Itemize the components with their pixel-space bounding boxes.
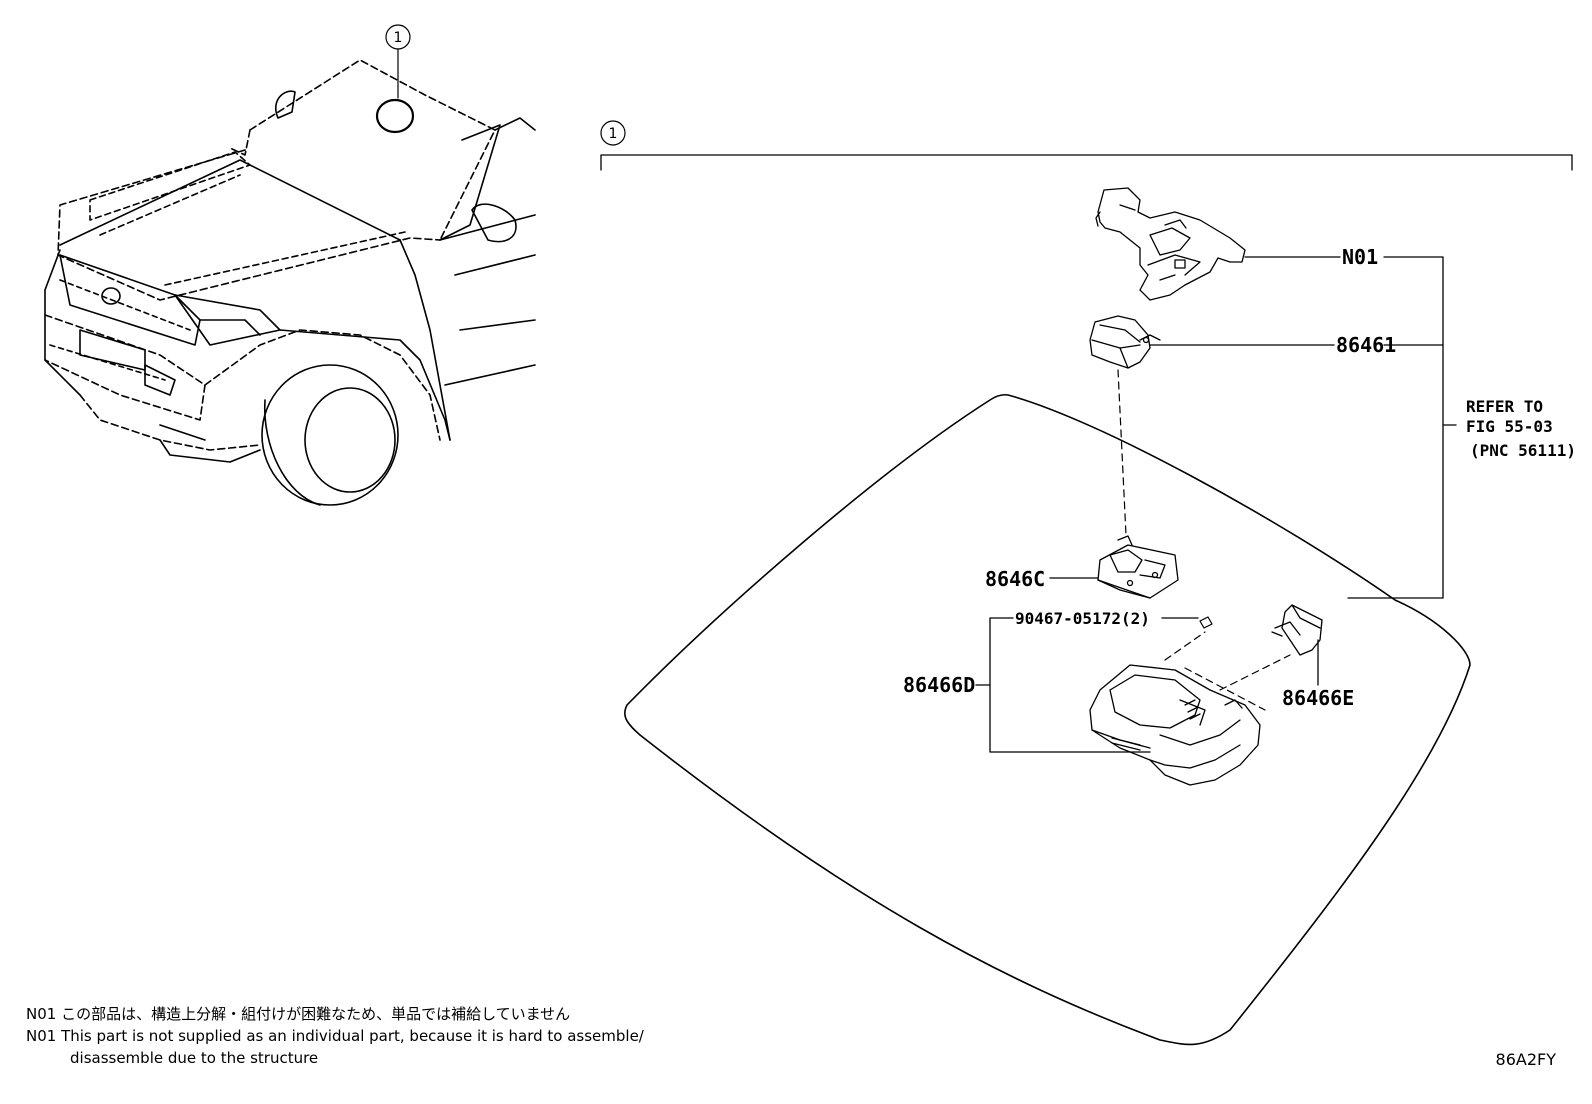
note-english-line-2: disassemble due to the structure bbox=[70, 1049, 319, 1067]
label-86466e: 86466E bbox=[1282, 686, 1354, 710]
part-86461-cover bbox=[1089, 315, 1161, 369]
part-86466e-cover bbox=[1271, 604, 1323, 656]
part-n01-bracket bbox=[1095, 187, 1246, 301]
label-8646c: 8646C bbox=[985, 567, 1045, 591]
leader-lines bbox=[975, 256, 1457, 753]
label-90467-05172: 90467-05172(2) bbox=[1015, 609, 1150, 628]
part-86466d-cover bbox=[1089, 664, 1261, 786]
assembly-bracket-line bbox=[600, 120, 1573, 171]
label-n01: N01 bbox=[1342, 245, 1378, 269]
part-8646c-bracket bbox=[1097, 535, 1179, 599]
refer-line-3: (PNC 56111) bbox=[1470, 441, 1576, 460]
windshield-glass bbox=[624, 393, 1471, 1046]
assembly-callout-number: 1 bbox=[609, 126, 618, 142]
label-86466d: 86466D bbox=[903, 673, 975, 697]
vehicle-illustration bbox=[44, 24, 536, 506]
part-90467-screw bbox=[1199, 616, 1213, 629]
label-86461: 86461 bbox=[1336, 333, 1396, 357]
vehicle-callout-number: 1 bbox=[394, 30, 403, 46]
figure-code: 86A2FY bbox=[1495, 1050, 1556, 1069]
note-english-line-1: N01 This part is not supplied as an indi… bbox=[26, 1027, 644, 1045]
refer-line-1: REFER TO bbox=[1466, 397, 1543, 416]
refer-line-2: FIG 55-03 bbox=[1466, 417, 1553, 436]
note-japanese: N01 この部品は、構造上分解・組付けが困難なため、単品では補給していません bbox=[26, 1005, 571, 1023]
